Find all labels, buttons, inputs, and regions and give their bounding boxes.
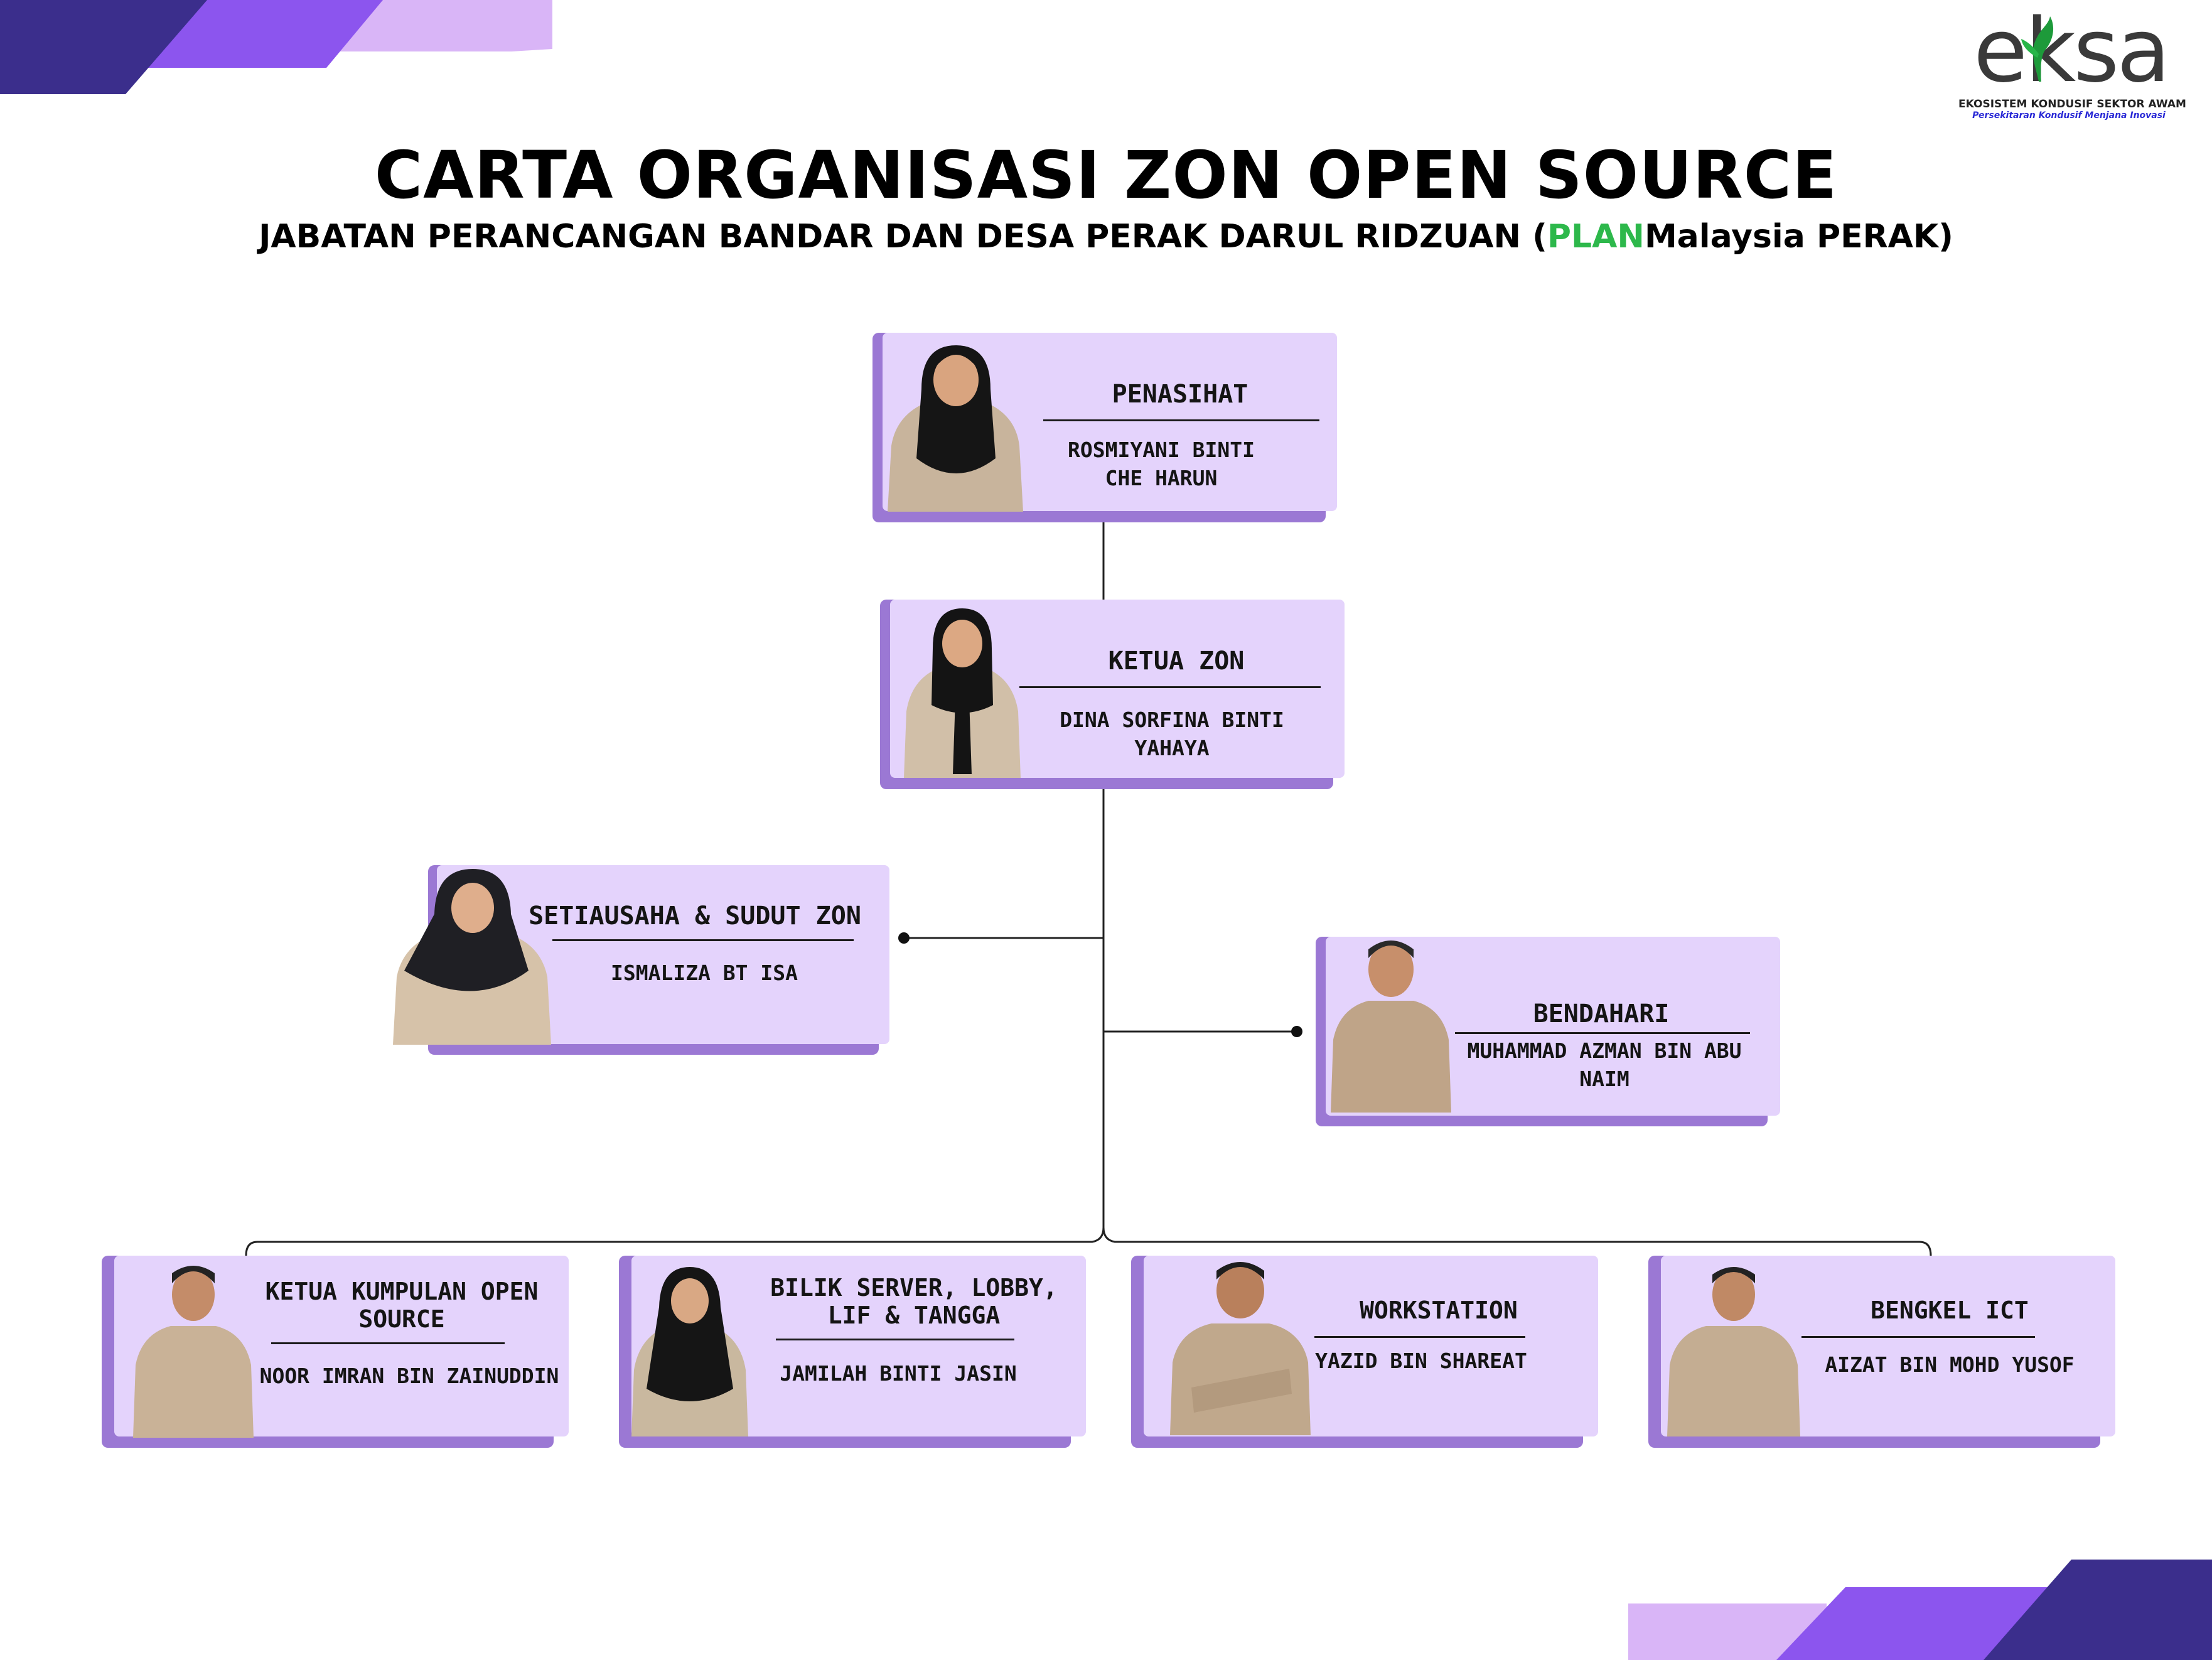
subtitle-text: JABATAN PERANCANGAN BANDAR DAN DESA PERA… (259, 218, 1547, 256)
role-label: BILIK SERVER, LOBBY, LIF & TANGGA (770, 1274, 1058, 1329)
avatar-bendahari (1331, 940, 1451, 1113)
avatar-member-2 (631, 1267, 748, 1436)
person-name: ROSMIYANI BINTI CHE HARUN (1067, 438, 1255, 490)
logo-caption-tagline: Persekitaran Kondusif Menjana Inovasi (1972, 110, 2166, 121)
avatar-member-4 (1667, 1267, 1800, 1436)
subtitle-suffix: Malaysia PERAK) (1644, 218, 1953, 256)
role-label: BENGKEL ICT (1871, 1296, 2029, 1324)
avatar-member-3 (1170, 1262, 1311, 1435)
card-ketua-kumpulan[interactable]: KETUA KUMPULAN OPEN SOURCE NOOR IMRAN BI… (102, 1256, 569, 1450)
divider (1455, 1032, 1750, 1034)
eksa-logo: eksa EKOSISTEM KONDUSIF SEKTOR AWAM Pers… (1958, 8, 2186, 128)
card-penasihat[interactable]: PENASIHAT ROSMIYANI BINTI CHE HARUN (872, 333, 1337, 524)
role-label: KETUA ZON (1108, 647, 1245, 676)
avatar-penasihat (888, 345, 1023, 512)
person-name: MUHAMMAD AZMAN BIN ABU NAIM (1467, 1038, 1742, 1091)
page-subtitle: JABATAN PERANCANGAN BANDAR DAN DESA PERA… (0, 218, 2212, 256)
top-left-decoration (0, 0, 552, 94)
card-ketua-zon[interactable]: KETUA ZON DINA SORFINA BINTI YAHAYA (880, 600, 1345, 791)
role-label: SETIAUSAHA & SUDUT ZON (529, 902, 861, 930)
page-title: CARTA ORGANISASI ZON OPEN SOURCE (374, 137, 1838, 213)
person-name: DINA SORFINA BINTI YAHAYA (1060, 708, 1284, 760)
person-name: JAMILAH BINTI JASIN (780, 1361, 1017, 1386)
person-name: AIZAT BIN MOHD YUSOF (1825, 1352, 2075, 1377)
divider (271, 1342, 505, 1344)
logo-caption-main: EKOSISTEM KONDUSIF SEKTOR AWAM (1958, 98, 2186, 110)
role-label: KETUA KUMPULAN OPEN SOURCE (265, 1278, 539, 1333)
role-label: BENDAHARI (1533, 1000, 1670, 1028)
card-bendahari[interactable]: BENDAHARI MUHAMMAD AZMAN BIN ABU NAIM (1316, 937, 1780, 1128)
logo-wordmark: eksa (1973, 0, 2171, 102)
divider (1043, 419, 1319, 421)
avatar-setiausaha (393, 869, 551, 1045)
divider (552, 939, 854, 941)
bottom-right-decoration (1628, 1560, 2212, 1660)
divider (1019, 686, 1321, 688)
leaf-icon (2021, 16, 2054, 82)
card-setiausaha[interactable]: SETIAUSAHA & SUDUT ZON ISMALIZA BT ISA (390, 865, 889, 1057)
role-label: WORKSTATION (1360, 1296, 1518, 1324)
person-name: YAZID BIN SHAREAT (1315, 1349, 1527, 1373)
person-name: NOOR IMRAN BIN ZAINUDDIN (259, 1364, 559, 1388)
role-label: PENASIHAT (1112, 380, 1248, 409)
divider (1801, 1336, 2035, 1338)
card-bilik-server[interactable]: BILIK SERVER, LOBBY, LIF & TANGGA JAMILA… (619, 1256, 1086, 1450)
divider (1314, 1336, 1525, 1338)
avatar-member-1 (133, 1266, 254, 1438)
person-name: ISMALIZA BT ISA (610, 961, 798, 985)
card-bengkel-ict[interactable]: BENGKEL ICT AIZAT BIN MOHD YUSOF (1648, 1256, 2115, 1450)
subtitle-highlight: PLAN (1547, 218, 1645, 256)
divider (776, 1339, 1014, 1340)
avatar-ketua-zon (904, 608, 1021, 778)
card-workstation[interactable]: WORKSTATION YAZID BIN SHAREAT (1131, 1256, 1598, 1450)
